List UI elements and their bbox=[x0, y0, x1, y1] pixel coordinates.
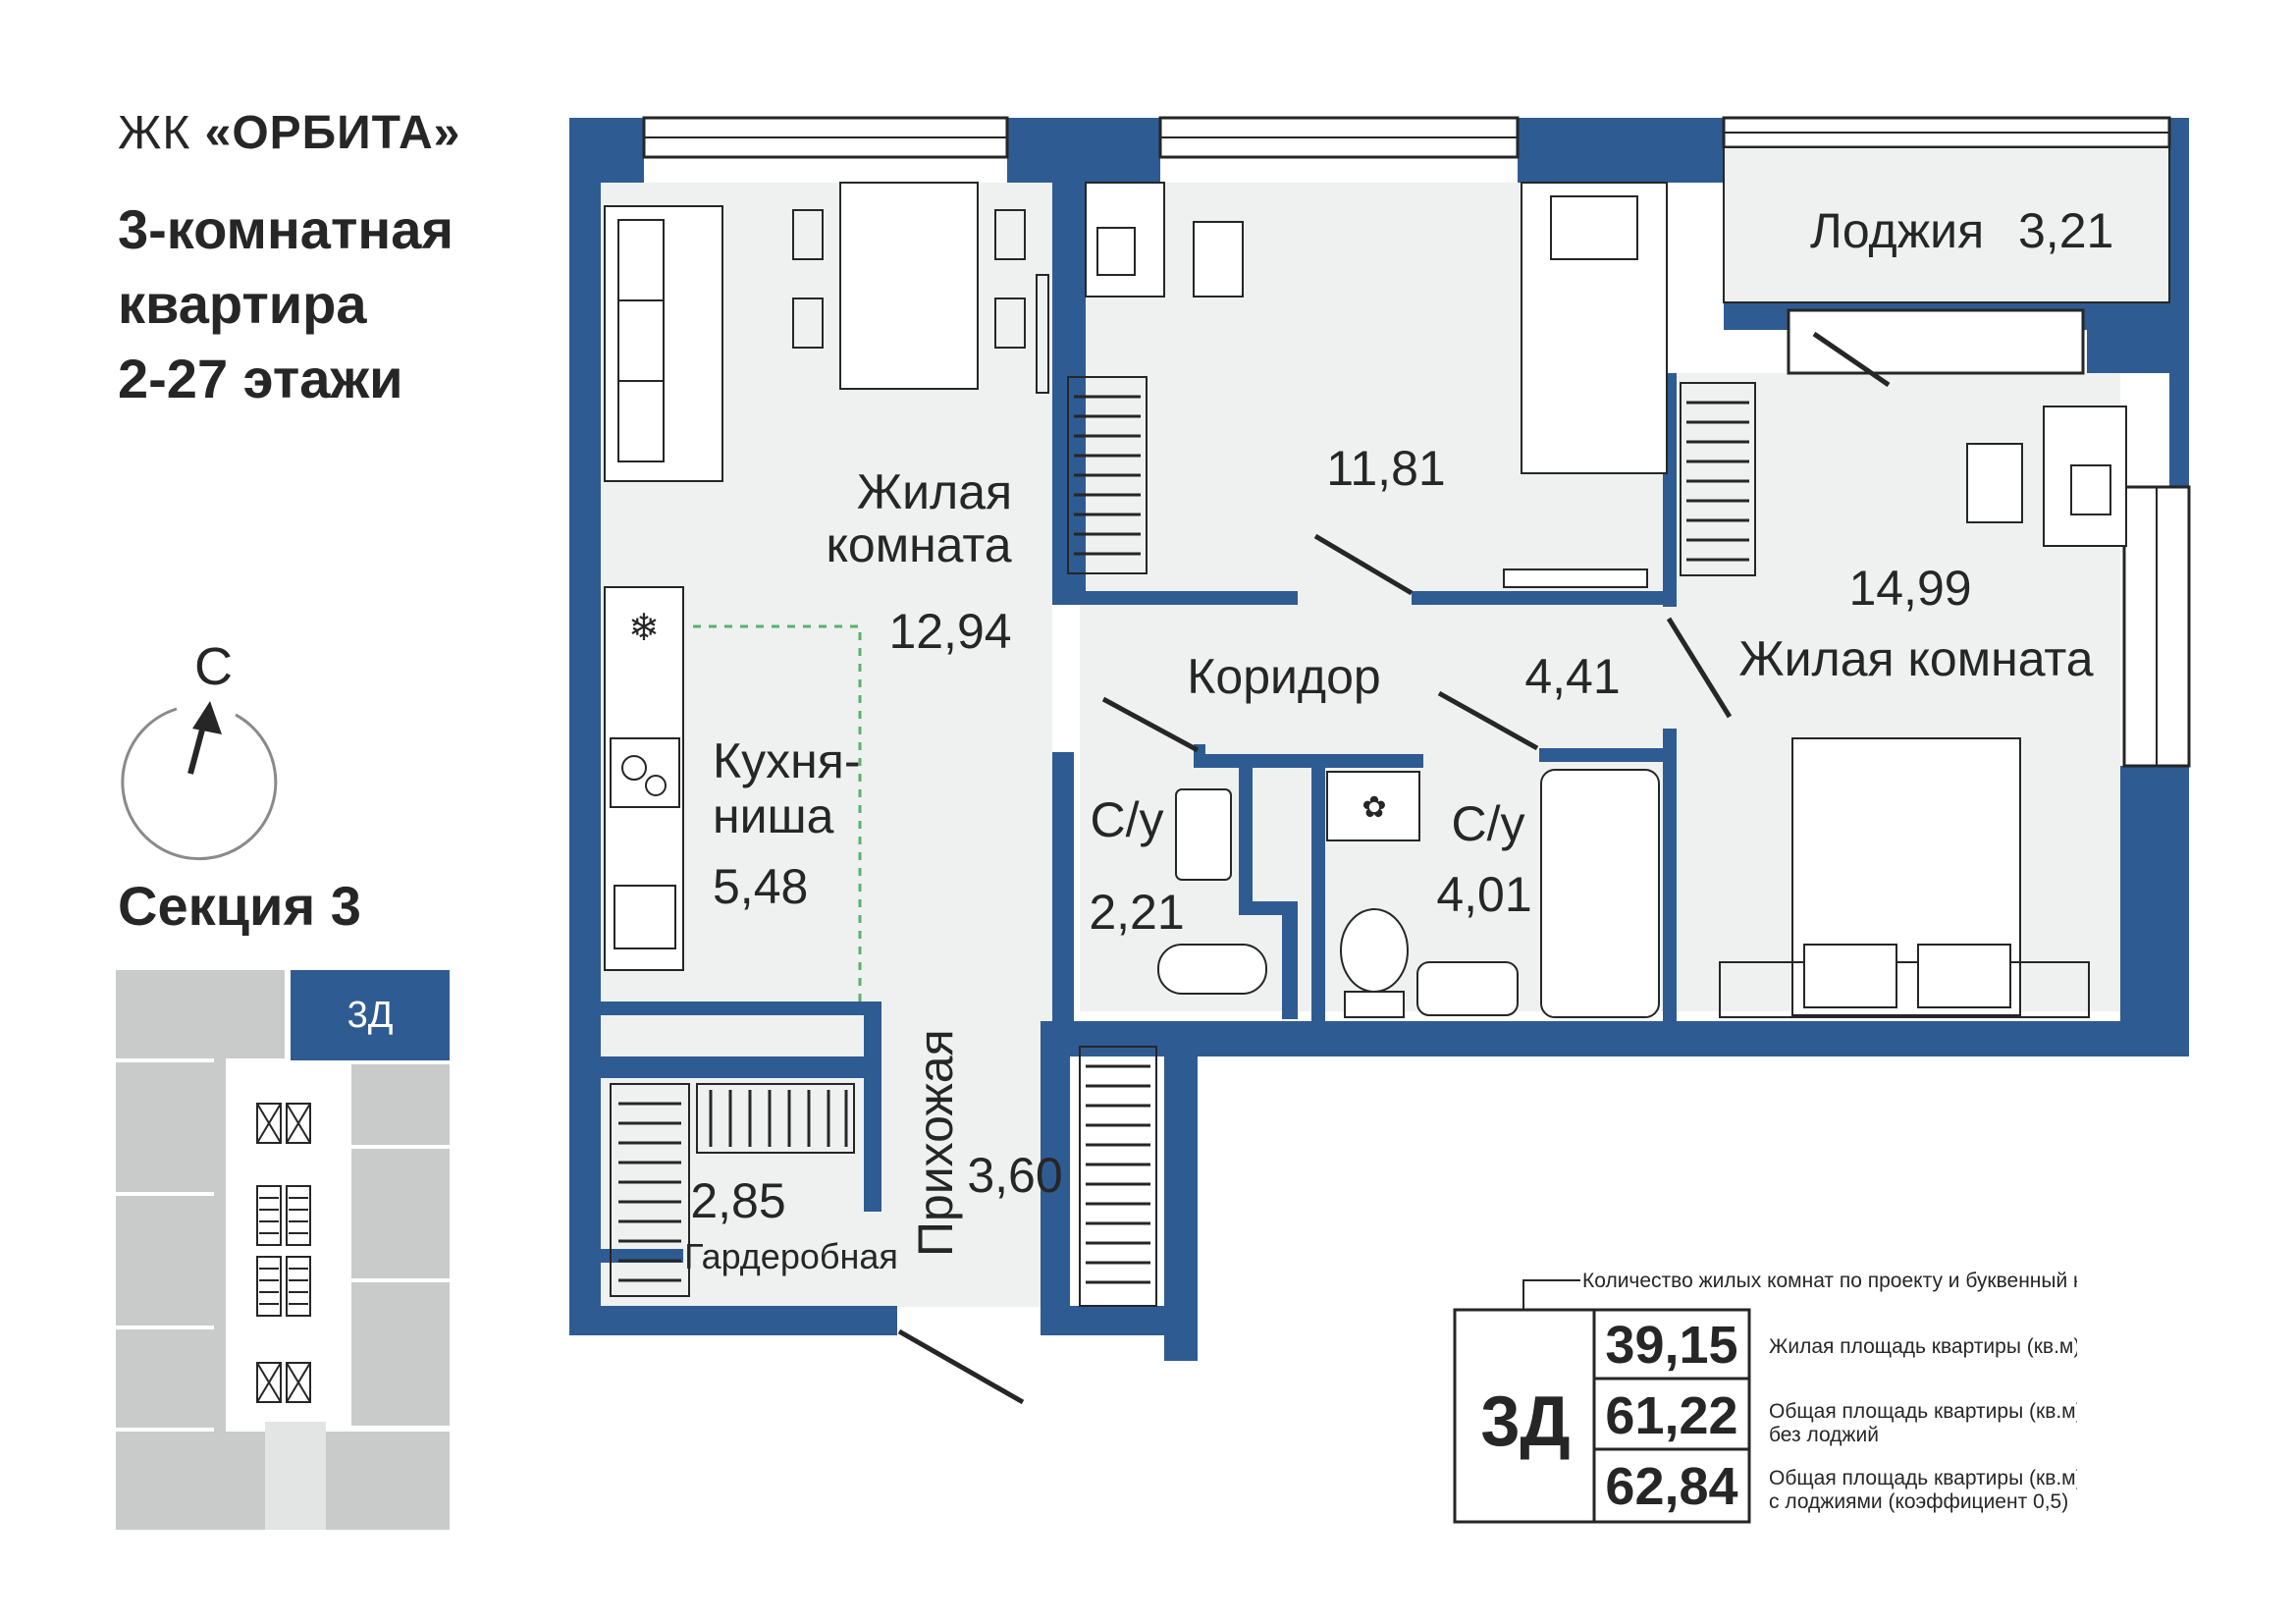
room-living1-name-line2: комната bbox=[826, 517, 1011, 572]
room-corridor-area: 4,41 bbox=[1524, 649, 1620, 704]
brand-title: ЖК «ОРБИТА» bbox=[118, 106, 460, 160]
keyplan-unit-highlight bbox=[291, 970, 450, 1060]
room-bath2-name: С/у bbox=[1452, 796, 1525, 851]
apartment-type-line1: 3-комнатная bbox=[118, 198, 454, 260]
room-bath1-name: С/у bbox=[1091, 792, 1164, 847]
room-loggia-name: Лоджия bbox=[1810, 203, 1984, 258]
legend-total-area-loggia: 62,84 bbox=[1605, 1457, 1737, 1516]
room-hall-name: Прихожая bbox=[908, 1029, 963, 1257]
area-legend: Количество жилых комнат по проекту и бук… bbox=[1453, 1270, 2077, 1524]
room-living1-area: 12,94 bbox=[888, 604, 1011, 659]
fridge-snowflake-icon: ❄ bbox=[628, 608, 660, 649]
room-corridor-name: Коридор bbox=[1187, 649, 1380, 704]
kitchen-counter bbox=[604, 586, 684, 971]
room-wardrobe-name: Гардеробная bbox=[684, 1236, 898, 1276]
room-wardrobe-area: 2,85 bbox=[690, 1173, 785, 1228]
apartment-type-line2: квартира bbox=[118, 273, 367, 335]
room-kitchen-area: 5,48 bbox=[713, 859, 808, 914]
doors bbox=[897, 331, 1891, 1405]
keyplan-unit-code: 3Д bbox=[347, 995, 394, 1036]
room-bedroom3-area: 14,99 bbox=[1848, 561, 1971, 616]
room-living1-name-line1: Жилая bbox=[857, 464, 1012, 519]
dining-table-icon bbox=[792, 182, 1049, 394]
compass-north-letter: С bbox=[194, 637, 233, 696]
brand-prefix: ЖК bbox=[118, 107, 191, 159]
room-bedroom2-area: 11,81 bbox=[1326, 441, 1445, 496]
legend-code: 3Д bbox=[1480, 1382, 1570, 1461]
compass-icon bbox=[121, 701, 278, 861]
legend-row3-desc1: Общая площадь квартиры (кв.м) bbox=[1769, 1467, 2077, 1489]
desk-icon bbox=[1085, 182, 1244, 298]
room-kitchen-name-line1: Кухня- bbox=[713, 733, 860, 788]
legend-living-area: 39,15 bbox=[1605, 1316, 1737, 1375]
room-hall-area: 3,60 bbox=[967, 1148, 1062, 1203]
room-loggia-area: 3,21 bbox=[2018, 203, 2113, 258]
room-bedroom3-name: Жилая комната bbox=[1738, 631, 2093, 686]
sofa-icon bbox=[604, 205, 723, 482]
legend-total-area: 61,22 bbox=[1605, 1386, 1737, 1445]
legend-caption: Количество жилых комнат по проекту и бук… bbox=[1582, 1270, 2077, 1292]
loggia-floor bbox=[1723, 146, 2170, 303]
room-kitchen-name-line2: ниша bbox=[713, 788, 834, 843]
legend-row2-desc2: без лоджий bbox=[1769, 1424, 1879, 1446]
desk-icon-2 bbox=[1966, 406, 2127, 547]
floors-range: 2-27 этажи bbox=[118, 348, 403, 409]
bed-icon-2 bbox=[1719, 737, 2090, 1018]
bed-icon bbox=[1503, 182, 1668, 588]
bathroom-fixtures bbox=[1157, 769, 1660, 1018]
wardrobe-rack bbox=[610, 376, 1756, 1307]
section-label: Секция 3 bbox=[118, 875, 361, 937]
legend-row1-desc: Жилая площадь квартиры (кв.м) bbox=[1769, 1335, 2077, 1358]
room-bath2-area: 4,01 bbox=[1436, 867, 1531, 922]
room-bath1-area: 2,21 bbox=[1089, 885, 1184, 940]
legend-row2-desc1: Общая площадь квартиры (кв.м) bbox=[1769, 1400, 2077, 1423]
walls bbox=[569, 118, 2189, 1361]
key-plan: 3Д bbox=[116, 970, 450, 1530]
washing-machine-icon: ✿ bbox=[1362, 791, 1386, 824]
brand-name: «ОРБИТА» bbox=[204, 107, 461, 159]
legend-row3-desc2: с лоджиями (коэффициент 0,5) bbox=[1769, 1490, 2068, 1513]
